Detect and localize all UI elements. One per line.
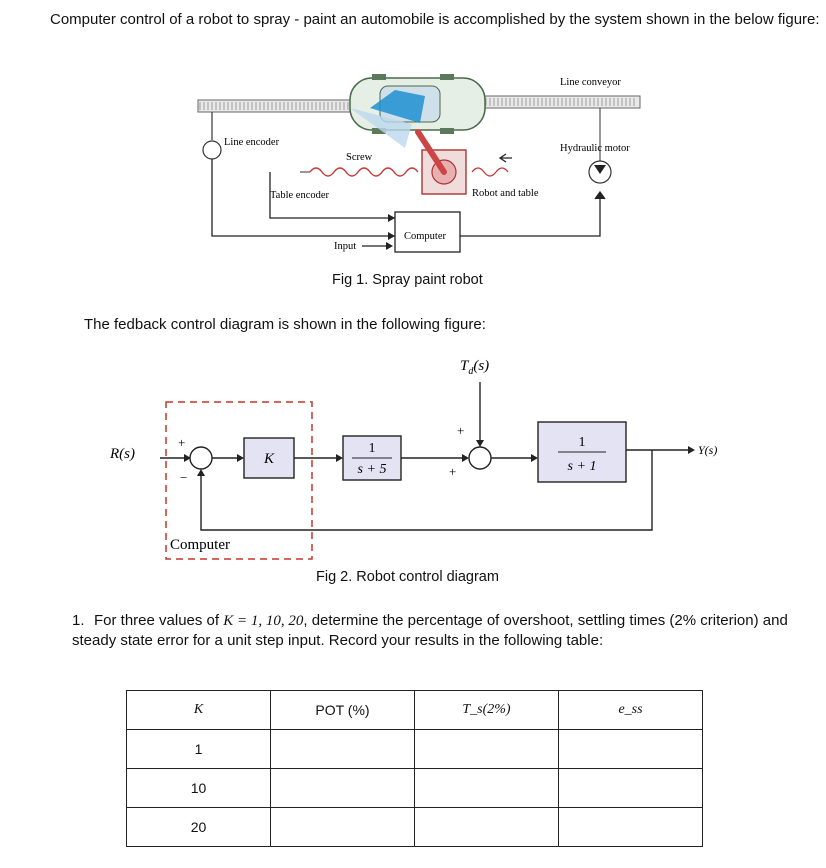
input-label: Input — [334, 241, 356, 252]
line-conveyor-rail — [197, 95, 641, 113]
question-math-k: K = 1, 10, 20 — [223, 613, 304, 629]
table-cell-ts[interactable] — [414, 807, 559, 847]
table-cell-k: 10 — [126, 768, 271, 808]
plant2-numerator: 1 — [579, 435, 586, 450]
table-encoder-label: Table encoder — [270, 190, 330, 201]
fig2-caption: Fig 2. Robot control diagram — [316, 569, 499, 585]
summing-junction-1 — [189, 446, 213, 470]
computer-block-label: Computer — [170, 537, 230, 553]
sum1-minus-sign: − — [180, 470, 187, 485]
hydraulic-motor-icon — [588, 108, 612, 184]
intro-text: Computer control of a robot to spray - p… — [50, 11, 820, 28]
question-1: 1. For three values of K = 1, 10, 20, det… — [72, 611, 817, 651]
plant1-denominator: s + 5 — [358, 462, 387, 477]
spray-paint-robot-figure: Line encoder Line conveyor Screw Robot a… — [197, 74, 641, 253]
header-pot: POT (%) — [270, 690, 415, 730]
table-cell-ess[interactable] — [558, 729, 703, 769]
feedback-path — [200, 450, 653, 531]
fig1-caption: Fig 1. Spray paint robot — [332, 272, 483, 288]
table-cell-ts[interactable] — [414, 729, 559, 769]
table-row: 20 — [126, 807, 703, 847]
sum1-plus-sign: + — [178, 435, 185, 450]
plant1-numerator: 1 — [369, 441, 376, 456]
question-text-b: , determine the percentage of overshoot,… — [72, 612, 788, 649]
header-k: K — [126, 690, 271, 730]
table-row: 10 — [126, 768, 703, 808]
robot-table-label: Robot and table — [472, 188, 539, 199]
table-cell-ts[interactable] — [414, 768, 559, 808]
table-cell-ess[interactable] — [558, 807, 703, 847]
automobile-icon — [349, 74, 486, 134]
hydraulic-motor-label: Hydraulic motor — [560, 143, 630, 154]
question-number: 1. — [72, 612, 85, 629]
table-cell-pot[interactable] — [270, 729, 415, 769]
feedback-intro-text: The fedback control diagram is shown in … — [84, 316, 486, 333]
robot-table-icon — [415, 129, 467, 195]
header-ts: T_s(2%) — [414, 690, 559, 730]
computer-box — [394, 211, 461, 253]
table-cell-ess[interactable] — [558, 768, 703, 808]
computer-dashed-box — [165, 401, 313, 560]
gain-k-label: K — [263, 451, 275, 467]
computer-label: Computer — [404, 231, 446, 242]
sum2-bottom-sign: + — [449, 464, 456, 479]
summing-junction-2 — [468, 446, 492, 470]
output-y-label: Y(s) — [698, 443, 717, 457]
plant2-denominator: s + 1 — [568, 459, 597, 474]
input-r-label: R(s) — [109, 446, 135, 462]
line-encoder-label: Line encoder — [224, 137, 280, 148]
robot-control-block-diagram: Td(s) R(s) + − K 1 s + 5 + + 1 s + 1 Y(s… — [109, 358, 717, 560]
table-row: 1 — [126, 729, 703, 769]
table-cell-pot[interactable] — [270, 768, 415, 808]
table-cell-k: 20 — [126, 807, 271, 847]
results-table: K POT (%) T_s(2%) e_ss 1 10 20 — [126, 690, 703, 847]
header-ess: e_ss — [558, 690, 703, 730]
sum2-top-sign: + — [457, 423, 464, 438]
line-encoder-icon — [202, 112, 222, 160]
table-header-row: K POT (%) T_s(2%) e_ss — [126, 690, 703, 730]
table-cell-k: 1 — [126, 729, 271, 769]
disturbance-label: Td(s) — [460, 358, 489, 377]
line-conveyor-label: Line conveyor — [560, 77, 621, 88]
screw-icon — [309, 167, 419, 177]
gain-k-block — [243, 437, 295, 479]
screw-label: Screw — [346, 152, 373, 163]
table-cell-pot[interactable] — [270, 807, 415, 847]
signal-wiring — [211, 159, 606, 237]
question-text-a: For three values of — [94, 612, 224, 629]
